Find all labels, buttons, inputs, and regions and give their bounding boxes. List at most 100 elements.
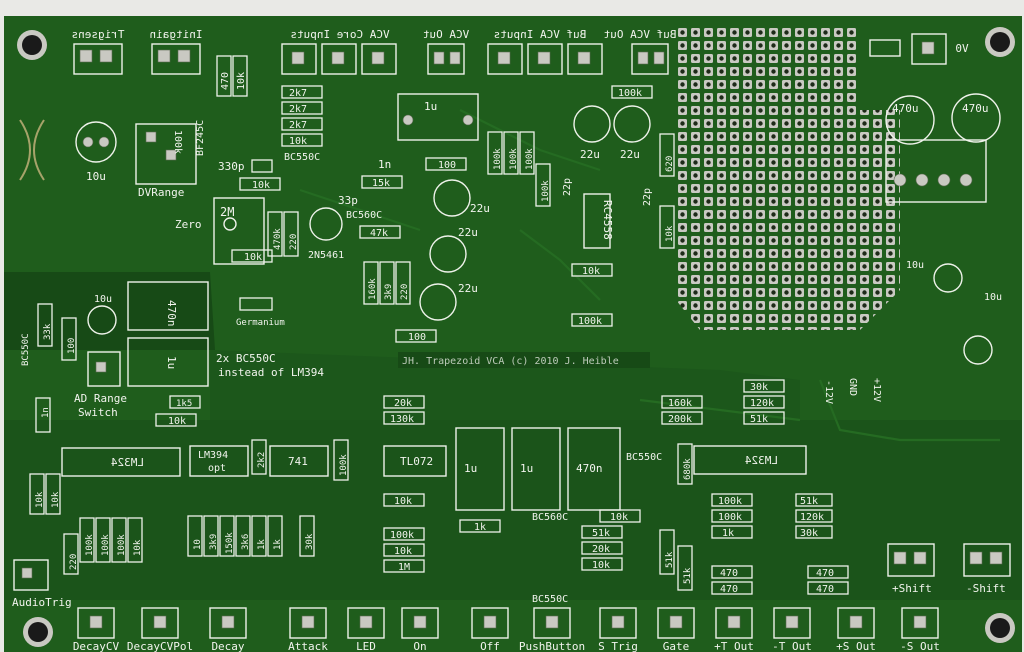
resistors-470-pairs: 470 470 470 470 bbox=[711, 565, 849, 595]
caps-1u-mid: 1u 1u 470n bbox=[455, 427, 621, 511]
connector-minus-shift[interactable]: -Shift bbox=[963, 543, 1011, 595]
svg-text:10k: 10k bbox=[236, 72, 247, 90]
power-connector[interactable] bbox=[885, 139, 987, 203]
svg-text:-Shift: -Shift bbox=[966, 582, 1006, 595]
connector-initgain[interactable]: Initgain bbox=[150, 28, 203, 75]
svg-text:130k: 130k bbox=[390, 414, 414, 425]
svg-text:100k: 100k bbox=[172, 130, 183, 154]
svg-text:20k: 20k bbox=[394, 398, 412, 409]
trimpot-dvrange[interactable]: 100k DVRange bbox=[135, 123, 197, 199]
svg-text:2N5461: 2N5461 bbox=[308, 250, 344, 261]
transistor-bc550c-c: BC550C bbox=[532, 594, 568, 605]
connector-bottom-label: S Trig bbox=[598, 640, 638, 652]
trimpot-2m[interactable]: 2M bbox=[213, 197, 265, 265]
resistors-100k-center: 100k 100k 100k 100k bbox=[487, 131, 551, 207]
svg-text:100: 100 bbox=[408, 332, 426, 343]
connector-bottom-3[interactable]: Attack bbox=[288, 607, 328, 652]
board-title: JH. Trapezoid VCA (c) 2010 J. Heible bbox=[398, 352, 650, 368]
svg-text:150k: 150k bbox=[225, 532, 235, 554]
svg-text:470k: 470k bbox=[273, 228, 283, 250]
svg-text:10u: 10u bbox=[984, 292, 1002, 303]
svg-text:470: 470 bbox=[220, 72, 231, 90]
resistor-10k-f: 10k bbox=[571, 263, 613, 277]
connector-bottom-0[interactable]: DecayCV bbox=[73, 607, 120, 652]
resistor-47k: 47k bbox=[359, 225, 401, 239]
svg-text:1u: 1u bbox=[464, 462, 477, 475]
connector-bottom-7[interactable]: PushButton bbox=[519, 607, 585, 652]
connector-bottom-5[interactable]: On bbox=[401, 607, 439, 652]
resistors-51k-20k-10k: 51k 20k 10k bbox=[581, 525, 623, 571]
svg-text:2M: 2M bbox=[220, 205, 234, 219]
svg-text:BC560C: BC560C bbox=[532, 512, 568, 523]
svg-text:2k7: 2k7 bbox=[289, 120, 307, 131]
connector-bottom-8[interactable]: S Trig bbox=[598, 607, 638, 652]
svg-text:2k7: 2k7 bbox=[289, 88, 307, 99]
connector-plus-shift[interactable]: +Shift bbox=[887, 543, 935, 595]
connector-bottom-1[interactable]: DecayCVPol bbox=[127, 607, 193, 652]
svg-text:DVRange: DVRange bbox=[138, 186, 184, 199]
connector-buf-vca-inputs-label: Buf VCA Inputs bbox=[494, 28, 587, 41]
svg-text:51k: 51k bbox=[800, 496, 818, 507]
svg-text:1k: 1k bbox=[474, 522, 486, 533]
svg-text:1k5: 1k5 bbox=[176, 399, 192, 409]
mounting-hole-tr bbox=[985, 27, 1015, 57]
svg-text:20k: 20k bbox=[592, 544, 610, 555]
resistor-470k: 470k bbox=[267, 211, 283, 257]
connector-bottom-6[interactable]: Off bbox=[471, 607, 509, 652]
svg-text:10k: 10k bbox=[133, 539, 143, 556]
connector-0v[interactable]: 0V bbox=[869, 33, 969, 65]
connector-bottom-4[interactable]: LED bbox=[347, 607, 385, 652]
svg-text:51k: 51k bbox=[592, 528, 610, 539]
cap-22p: 22p 22p bbox=[562, 178, 653, 206]
svg-text:GND: GND bbox=[847, 378, 858, 396]
svg-text:1k: 1k bbox=[257, 539, 267, 550]
connector-audiotrig[interactable]: AudioTrig bbox=[12, 559, 72, 609]
svg-text:BC550C: BC550C bbox=[284, 152, 320, 163]
svg-text:22u: 22u bbox=[458, 226, 478, 239]
transistor-bf245c: BF245C bbox=[195, 120, 206, 156]
connector-bottom-2[interactable]: Decay bbox=[209, 607, 247, 652]
svg-text:470u: 470u bbox=[892, 102, 919, 115]
text-zero: Zero bbox=[175, 218, 202, 231]
svg-text:2x BC550C: 2x BC550C bbox=[216, 352, 276, 365]
connector-bottom-label: -S Out bbox=[900, 640, 940, 652]
ic-rc4558: RC4558 bbox=[583, 193, 614, 249]
connector-bottom-12[interactable]: +S Out bbox=[836, 607, 876, 652]
switch-ad-range[interactable]: AD Range Switch bbox=[74, 351, 127, 419]
svg-text:120k: 120k bbox=[750, 398, 774, 409]
resistors-160k-200k: 160k 200k bbox=[661, 395, 703, 425]
resistor-10k-h: 10k bbox=[383, 493, 425, 507]
svg-text:22u: 22u bbox=[470, 202, 490, 215]
resistor-100k-f: 100k bbox=[571, 313, 613, 327]
proto-grid-area bbox=[676, 28, 900, 330]
resistor-10k-j: 10k bbox=[599, 509, 641, 523]
svg-text:10k: 10k bbox=[610, 512, 628, 523]
transistor-bc550c-a: BC550C bbox=[284, 152, 320, 163]
connector-trigsens[interactable]: Trigsens bbox=[72, 28, 125, 75]
svg-text:+Shift: +Shift bbox=[892, 582, 932, 595]
connector-bottom-13[interactable]: -S Out bbox=[900, 607, 940, 652]
svg-text:3k9: 3k9 bbox=[384, 284, 394, 300]
svg-text:100k: 100k bbox=[101, 534, 111, 556]
svg-text:10k: 10k bbox=[592, 560, 610, 571]
connector-bottom-label: Gate bbox=[663, 640, 690, 652]
resistor-2k7-stack: 2k7 2k7 2k7 10k bbox=[281, 85, 323, 147]
connector-buf-vca-out[interactable]: Buf VCA Out bbox=[604, 28, 677, 75]
resistor-100-c: 100 bbox=[61, 317, 77, 361]
connector-vca-out-label: VCA Out bbox=[423, 28, 469, 41]
connector-bottom-10[interactable]: +T Out bbox=[714, 607, 754, 652]
connector-bottom-11[interactable]: -T Out bbox=[772, 607, 812, 652]
connector-bottom-9[interactable]: Gate bbox=[657, 607, 695, 652]
connector-vca-out[interactable]: VCA Out bbox=[423, 28, 469, 75]
capacitors-22u: 22u 22u 22u 22u 22u bbox=[419, 105, 651, 321]
connector-buf-vca-inputs[interactable]: Buf VCA Inputs bbox=[487, 28, 603, 75]
svg-text:100: 100 bbox=[438, 160, 456, 171]
transistor-2n5461: 2N5461 bbox=[308, 207, 344, 261]
svg-text:BF245C: BF245C bbox=[195, 120, 206, 156]
connector-vca-core-inputs[interactable]: VCA Core Inputs bbox=[281, 28, 397, 75]
resistor-10k-a: 10k bbox=[232, 55, 248, 97]
connector-bottom-label: DecayCV bbox=[73, 640, 120, 652]
connector-bottom-label: On bbox=[413, 640, 426, 652]
svg-text:1u: 1u bbox=[520, 462, 533, 475]
resistor-10k-c: 10k bbox=[239, 177, 281, 191]
